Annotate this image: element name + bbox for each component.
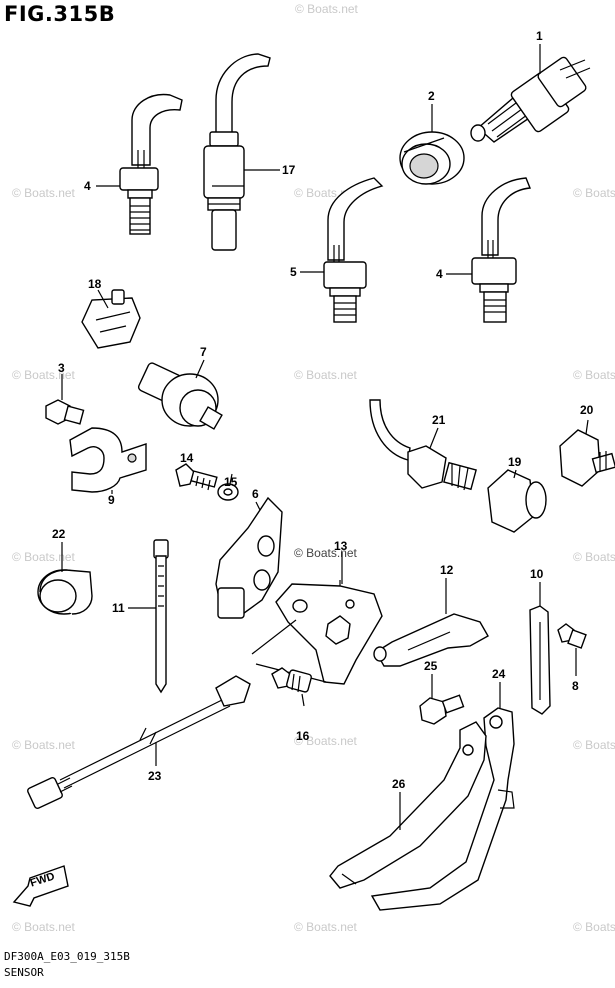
callout-13: 13 <box>334 539 348 553</box>
leader-line <box>513 469 517 479</box>
part-24-bracket <box>370 707 515 911</box>
watermark: © Boats.net <box>573 368 615 382</box>
callout-23: 23 <box>148 769 162 783</box>
leader-line <box>585 419 589 435</box>
part-4-sensor-a <box>119 93 183 235</box>
part-13-bracket <box>251 580 383 685</box>
callout-18: 18 <box>88 277 102 291</box>
watermark: © Boats.net <box>12 186 75 200</box>
watermark: © Boats.net <box>12 920 75 934</box>
callout-17: 17 <box>282 163 296 177</box>
callout-10: 10 <box>530 567 544 581</box>
callout-16: 16 <box>296 729 310 743</box>
part-23-harness <box>27 675 251 810</box>
callout-8: 8 <box>572 679 579 693</box>
callout-6: 6 <box>252 487 259 501</box>
watermark: © Boats.net <box>12 738 75 752</box>
part-6-sensor <box>215 496 283 619</box>
callout-26: 26 <box>392 777 406 791</box>
watermark: © Boats.net <box>573 186 615 200</box>
part-17-sensor <box>203 53 271 251</box>
callout-1: 1 <box>536 29 543 43</box>
figure-name: SENSOR <box>4 966 44 979</box>
figure-code: DF300A_E03_019_315B <box>4 950 130 963</box>
leader-line <box>97 289 109 309</box>
part-20-sensor <box>559 429 615 487</box>
watermark: © Boats.net <box>573 550 615 564</box>
leader-line <box>229 473 233 485</box>
figure-title: FIG.315B <box>4 2 116 26</box>
part-1-sensor <box>470 56 591 143</box>
watermark: © Boats.net <box>573 738 615 752</box>
callout-3: 3 <box>58 361 65 375</box>
callout-9: 9 <box>108 493 115 507</box>
part-22-grommet <box>37 569 93 615</box>
callout-21: 21 <box>432 413 446 427</box>
part-11-cable-tie <box>153 539 169 694</box>
part-18-clip <box>81 289 141 349</box>
callout-11: 11 <box>112 601 125 615</box>
part-3-bolt <box>45 399 85 425</box>
callout-15: 15 <box>224 475 238 489</box>
part-8-bolt <box>557 623 587 649</box>
part-15-washer <box>217 483 239 501</box>
part-26-lever <box>329 721 487 889</box>
callout-7: 7 <box>200 345 207 359</box>
callout-24: 24 <box>492 667 506 681</box>
callout-20: 20 <box>580 403 594 417</box>
part-25-bolt <box>419 694 465 725</box>
callout-5: 5 <box>290 265 297 279</box>
watermark: © Boats.net <box>573 920 615 934</box>
watermark: © Boats.net <box>12 550 75 564</box>
watermark: © Boats.net <box>294 734 357 748</box>
part-2-grommet <box>399 131 465 185</box>
part-10-strap <box>529 605 551 715</box>
callout-19: 19 <box>508 455 522 469</box>
watermark: © Boats.net <box>12 368 75 382</box>
watermark: © Boats.net <box>294 368 357 382</box>
watermark: © Boats.net <box>294 546 357 560</box>
part-9-clamp <box>69 427 147 493</box>
part-14-bolt <box>175 463 218 491</box>
part-4-sensor-b <box>471 177 531 323</box>
part-5-sensor <box>323 177 384 323</box>
callout-22: 22 <box>52 527 66 541</box>
fwd-arrow-icon <box>12 865 69 907</box>
leader-line <box>429 427 439 449</box>
callout-14: 14 <box>180 451 194 465</box>
leader-line <box>255 501 261 511</box>
callout-4: 4 <box>84 179 91 193</box>
part-21-sensor <box>369 399 477 491</box>
leader-line <box>195 359 205 379</box>
part-7-switch <box>137 362 223 430</box>
callout-4: 4 <box>436 267 443 281</box>
leader-line <box>301 693 305 707</box>
callout-25: 25 <box>424 659 438 673</box>
callout-12: 12 <box>440 563 454 577</box>
part-19-plug <box>487 469 547 533</box>
watermark: © Boats.net <box>294 920 357 934</box>
callout-2: 2 <box>428 89 435 103</box>
part-12-lever <box>373 613 489 667</box>
part-16-bolt <box>271 667 312 693</box>
watermark: © Boats.net <box>295 2 358 16</box>
